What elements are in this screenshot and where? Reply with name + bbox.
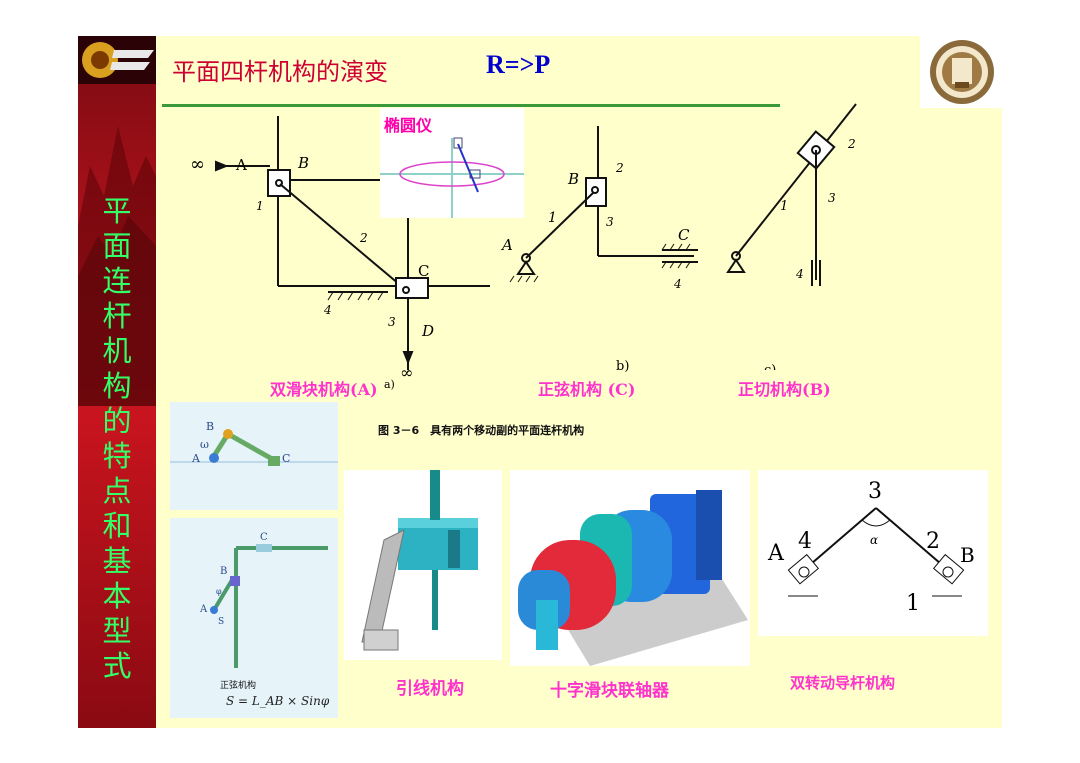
label-b: B [960, 543, 975, 567]
sidebar-char: 平 [102, 194, 132, 228]
label-a: A [191, 452, 201, 465]
sine-formula: S = L_AB × Sinφ [226, 694, 330, 708]
figure-sine-mechanism: B 2 1 3 A C 4 b) [500, 126, 698, 374]
double-rotating-guide-image: 3 A 4 α 2 B 1 [758, 470, 988, 636]
wire-mechanism-image [344, 470, 502, 660]
sidebar-char: 型 [102, 614, 132, 648]
label-3: 3 [868, 479, 882, 504]
label-omega: ω [200, 438, 209, 451]
oldham-coupling-image [510, 470, 750, 666]
label-infinity-left: ∞ [190, 154, 205, 175]
slide: 平面连杆机构的特点和基本型式 平面四杆机构的演变 R=>P [78, 36, 1002, 728]
sine-mechanism-animation: C B φ A S 正弦机构 S = L_AB × Sinφ [170, 518, 338, 718]
mountain-painting [78, 126, 156, 406]
label-a: A [235, 156, 247, 174]
label-c: C [282, 452, 290, 465]
label-s: S [218, 617, 224, 627]
caption-double-slider: 双滑块机构(A) [270, 380, 378, 399]
label-d: D [421, 322, 434, 340]
ellipse-inset: 椭圆仪 [380, 108, 524, 218]
label-3: 3 [388, 315, 396, 329]
panel-title: 正弦机构 [220, 681, 257, 691]
label-b: B [220, 566, 227, 577]
sidebar-char: 的 [102, 404, 132, 438]
label-alpha: α [870, 533, 878, 547]
sidebar-char: 特 [102, 439, 132, 473]
label-4: 4 [323, 303, 332, 317]
sidebar-char: 基 [102, 544, 132, 578]
label-3: 3 [606, 215, 614, 229]
sidebar: 平面连杆机构的特点和基本型式 [78, 36, 156, 728]
label-1: 1 [906, 591, 920, 616]
label-4: 4 [798, 529, 812, 554]
label-a: A [199, 604, 208, 615]
caption-wire: 引线机构 [396, 679, 464, 699]
university-seal-logo [920, 36, 1002, 108]
label-1: 1 [256, 199, 264, 213]
label-c: C [418, 262, 429, 280]
label-a: A [767, 541, 785, 566]
label-sub-b: b) [616, 359, 629, 374]
label-infinity-bottom: ∞ [400, 363, 413, 382]
label-2: 2 [615, 161, 624, 175]
caption-tangent: 正切机构(B) [738, 380, 831, 399]
label-c: C [260, 532, 268, 543]
label-a: A [500, 236, 513, 254]
label-b: B [206, 420, 214, 433]
sidebar-char: 点 [102, 474, 132, 508]
label-2: 2 [359, 231, 368, 245]
title-underline [162, 104, 780, 107]
label-sub-a: a) [384, 378, 395, 391]
slide-title: 平面四杆机构的演变 [172, 58, 388, 86]
figure-double-slider: ∞ A B 1 2 C 3 4 D ∞ a) [190, 116, 490, 391]
label-4: 4 [795, 267, 804, 281]
sidebar-title: 平面连杆机构的特点和基本型式 [92, 194, 142, 684]
ellipse-label: 椭圆仪 [384, 116, 433, 135]
label-b: B [567, 170, 579, 188]
sidebar-char: 机 [102, 334, 132, 368]
label-b: B [297, 154, 309, 172]
caption-coupling: 十字滑块联轴器 [550, 681, 669, 701]
label-1: 1 [780, 199, 788, 214]
sidebar-char: 构 [102, 369, 132, 403]
sidebar-char: 连 [102, 264, 132, 298]
caption-sine: 正弦机构 (C) [538, 380, 636, 399]
sidebar-char: 杆 [102, 299, 132, 333]
label-c: C [678, 226, 690, 244]
label-1: 1 [548, 210, 557, 226]
label-2: 2 [847, 137, 856, 151]
logo-left [78, 36, 156, 84]
figure-caption: 图 3－6 具有两个移动副的平面连杆机构 [378, 424, 585, 437]
slide-title-suffix: R=>P [486, 50, 551, 79]
label-phi: φ [216, 587, 222, 596]
label-2: 2 [926, 529, 940, 554]
sidebar-char: 和 [102, 509, 132, 543]
figure-tangent-mechanism: 2 1 3 4 c) [726, 103, 857, 370]
label-3: 3 [828, 191, 836, 205]
label-sub-c: c) [764, 363, 776, 370]
sidebar-char: 面 [102, 229, 132, 263]
label-4: 4 [673, 277, 682, 291]
sidebar-char: 式 [102, 649, 132, 683]
caption-double-rotating: 双转动导杆机构 [790, 674, 896, 692]
crank-slider-animation: B ω A C [170, 402, 338, 510]
sidebar-char: 本 [102, 579, 132, 613]
